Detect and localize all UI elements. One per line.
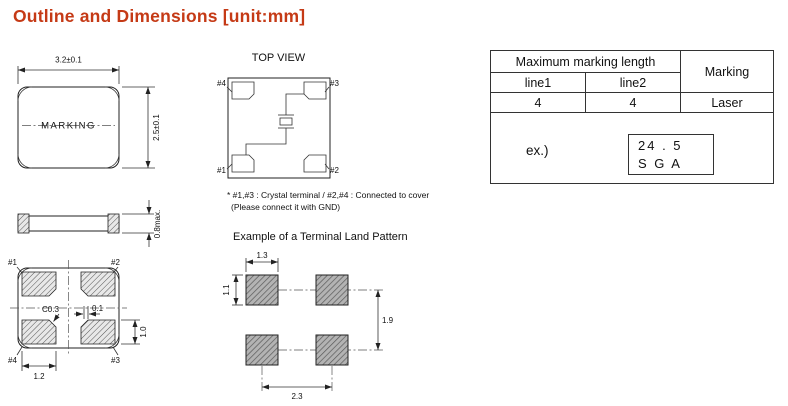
page-title: Outline and Dimensions [unit:mm] [13, 6, 306, 26]
terminal-note-line2: (Please connect it with GND) [231, 202, 341, 212]
land-pad [315, 334, 349, 366]
pad3-label: #3 [330, 79, 339, 88]
bottom-pad-4 [21, 319, 57, 345]
dim-pad-height-label: 1.0 [139, 326, 148, 338]
dim-package-width: 3.2±0.1 [17, 56, 120, 84]
pad1-label: #1 [217, 166, 226, 175]
dim-land-pad-width: 1.3 [245, 251, 279, 272]
dim-chamfer-label: C0.3 [42, 305, 59, 314]
top-view-title: TOP VIEW [251, 52, 306, 64]
terminal-note-line1: * #1,#3 : Crystal terminal / #2,#4 : Con… [227, 190, 430, 200]
value-line2: 4 [585, 92, 681, 113]
marking-example-line1: 24 . 5 [638, 138, 683, 153]
pad4-label: #4 [217, 79, 226, 88]
dim-pitch-horizontal-label: 2.3 [291, 392, 303, 401]
side-terminal [17, 213, 30, 234]
example-label: ex.) [526, 143, 549, 158]
corner-castellation-icon [17, 86, 33, 102]
land-pad [315, 274, 349, 306]
pad3-label: #3 [111, 356, 120, 365]
package-top-face: MARKING [17, 86, 120, 169]
land-pad [245, 334, 279, 366]
land-pattern-title: Example of a Terminal Land Pattern [233, 231, 408, 243]
pad1-label: #1 [8, 258, 17, 267]
dim-package-height: 2.5±0.1 [122, 86, 161, 169]
pad4-label: #4 [8, 356, 17, 365]
marking-area-label: MARKING [41, 121, 96, 132]
dim-offset-label: 0.1 [92, 304, 104, 313]
bottom-pad-2 [80, 271, 116, 297]
pad2-label: #2 [111, 258, 120, 267]
dim-thickness-label: 0.8max. [153, 210, 162, 238]
dim-width-label: 3.2±0.1 [55, 56, 82, 65]
value-marking-method: Laser [680, 92, 774, 113]
dim-land-pitch-vertical: 1.9 [375, 290, 394, 350]
corner-castellation-icon [104, 153, 120, 169]
marking-example-line2: S G A [638, 156, 682, 171]
marking-table: Maximum marking length Marking line1 lin… [490, 50, 774, 184]
top-view-drawing: #4 #3 #1 #2 [217, 77, 339, 179]
subheader-line1: line1 [490, 72, 586, 93]
dim-land-pitch-horizontal: 2.3 [262, 384, 332, 401]
top-pad-1 [231, 154, 255, 173]
corner-castellation-icon [17, 153, 33, 169]
land-pattern-drawing: 1.3 1.1 1.9 2.3 [222, 251, 394, 401]
package-bottom-view: #1 #2 #4 #3 C0.3 0.1 1.0 1.2 [8, 258, 148, 381]
package-outline-drawing: MARKING 3.2±0.1 2.5±0.1 0.8max. [8, 56, 162, 382]
dim-land-height-label: 1.1 [222, 284, 231, 296]
header-marking: Marking [680, 50, 774, 93]
dim-pad-width-label: 1.2 [33, 372, 45, 381]
land-pad [245, 274, 279, 306]
package-side-view: 0.8max. [17, 200, 162, 247]
top-pad-2 [303, 154, 327, 173]
top-pad-3 [303, 81, 327, 100]
bottom-pad-3 [80, 319, 116, 345]
crystal-element-icon [245, 93, 304, 155]
dim-land-pad-height: 1.1 [222, 274, 243, 306]
dim-height-label: 2.5±0.1 [152, 114, 161, 141]
value-line1: 4 [490, 92, 586, 113]
subheader-line2: line2 [585, 72, 681, 93]
corner-castellation-icon [104, 86, 120, 102]
dim-land-width-label: 1.3 [256, 251, 268, 260]
marking-example-box: 24 . 5 S G A [628, 134, 714, 175]
dim-pitch-vertical-label: 1.9 [382, 316, 394, 325]
marking-example-cell: ex.) 24 . 5 S G A [490, 112, 774, 184]
header-max-marking-length: Maximum marking length [490, 50, 681, 73]
top-view-body [227, 77, 331, 179]
bottom-pad-1 [21, 271, 57, 297]
top-pad-4 [231, 81, 255, 100]
side-terminal [107, 213, 120, 234]
pad2-label: #2 [330, 166, 339, 175]
